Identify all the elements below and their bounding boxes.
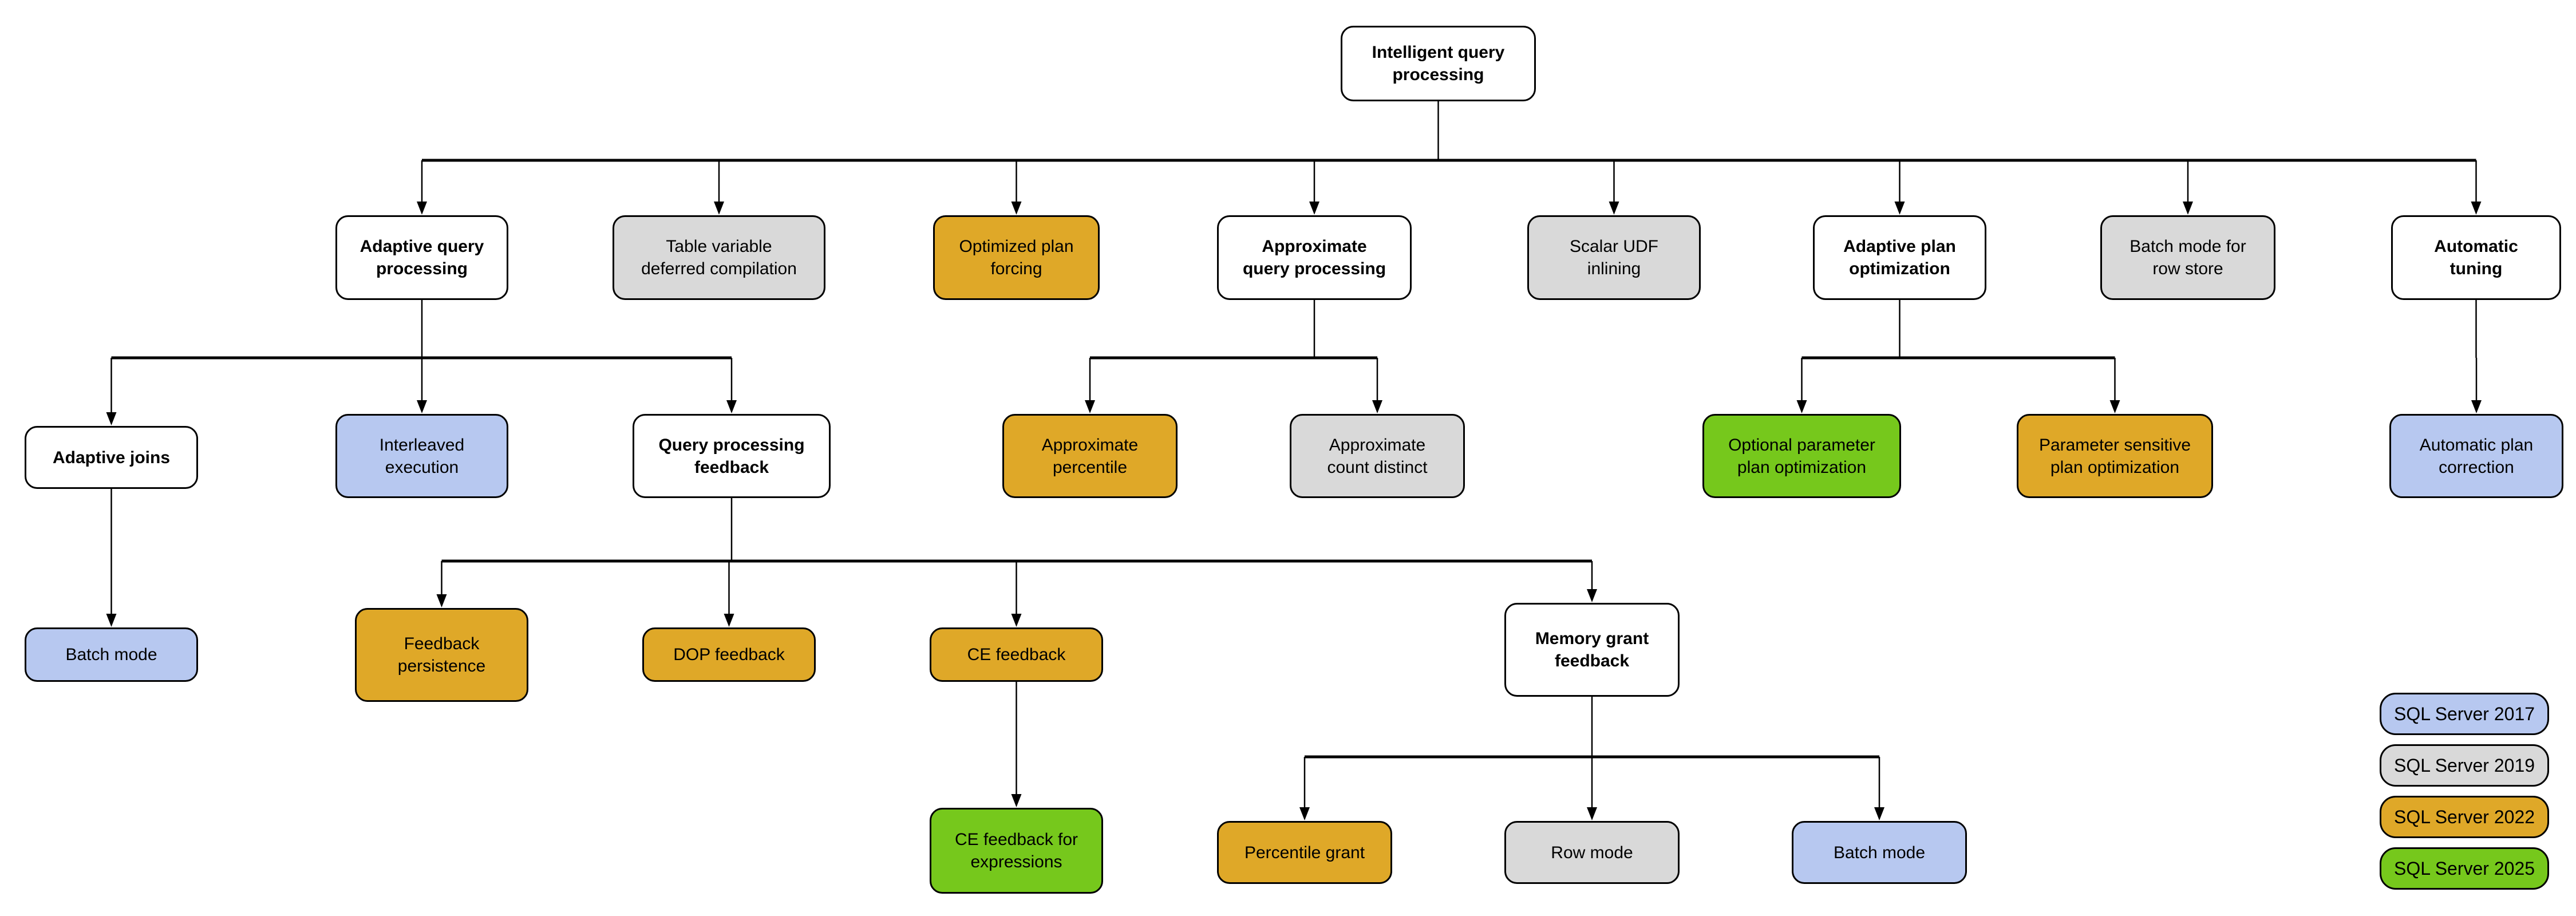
legend-label: SQL Server 2017 (2393, 703, 2535, 724)
node-aqp: Adaptive query processing (335, 215, 508, 300)
arrowhead (417, 400, 427, 413)
node-label: Interleaved execution (379, 435, 465, 477)
node-ap: Approximate percentile (1002, 414, 1178, 498)
node-label: Adaptive query processing (359, 237, 484, 278)
node-label: Intelligent query processing (1372, 43, 1505, 84)
node-tvdc: Table variable deferred compilation (613, 215, 825, 300)
node-label: Batch mode (1833, 843, 1926, 862)
node-fp: Feedback persistence (355, 608, 528, 702)
node-label: Approximate query processing (1242, 237, 1386, 278)
node-cefe: CE feedback for expressions (930, 808, 1103, 894)
node-apo: Adaptive plan optimization (1813, 215, 1986, 300)
legend-label: SQL Server 2025 (2393, 858, 2535, 879)
node-bmrs: Batch mode for row store (2100, 215, 2275, 300)
node-bm1: Batch mode (25, 627, 198, 682)
node-label: Batch mode (65, 645, 157, 664)
arrowhead (1894, 202, 1905, 215)
node-label: Approximate percentile (1041, 435, 1139, 477)
node-pspo: Parameter sensitive plan optimization (2017, 414, 2213, 498)
node-rm: Row mode (1504, 821, 1680, 884)
node-label: Parameter sensitive plan optimization (2038, 435, 2191, 477)
node-oppo: Optional parameter plan optimization (1702, 414, 1901, 498)
arrowhead (1874, 807, 1884, 820)
legend-item-sql-server-2019: SQL Server 2019 (2380, 744, 2549, 787)
arrowhead (1011, 202, 1022, 215)
arrowhead (1587, 589, 1597, 602)
arrowhead (1011, 794, 1022, 807)
node-pg: Percentile grant (1217, 821, 1392, 884)
node-label: Optional parameter plan optimization (1728, 435, 1875, 477)
node-at: Automatic tuning (2391, 215, 2561, 300)
legend-label: SQL Server 2022 (2393, 806, 2535, 827)
arrowhead (2183, 202, 2193, 215)
node-label: Adaptive joins (52, 448, 171, 467)
arrowhead (714, 202, 724, 215)
node-label: Feedback persistence (397, 634, 486, 676)
node-label: Query processing feedback (658, 435, 805, 477)
arrowhead (1011, 614, 1022, 627)
node-aj: Adaptive joins (25, 426, 198, 489)
node-mgf: Memory grant feedback (1504, 603, 1680, 697)
node-label: DOP feedback (673, 645, 785, 664)
node-dop: DOP feedback (642, 627, 816, 682)
arrowhead (1609, 202, 1619, 215)
node-opf: Optimized plan forcing (933, 215, 1100, 300)
arrowhead (724, 614, 734, 627)
node-label: Percentile grant (1244, 843, 1365, 862)
node-label: Table variable deferred compilation (641, 237, 797, 278)
arrowhead (1372, 400, 1382, 413)
node-label: Row mode (1551, 843, 1633, 862)
node-label: CE feedback for expressions (954, 830, 1078, 871)
legend-label: SQL Server 2019 (2393, 755, 2535, 776)
node-sudf: Scalar UDF inlining (1527, 215, 1701, 300)
node-label: Automatic plan correction (2419, 435, 2534, 477)
node-bm2: Batch mode (1792, 821, 1967, 884)
node-label: Adaptive plan optimization (1843, 237, 1956, 278)
legend-item-sql-server-2017: SQL Server 2017 (2380, 693, 2549, 735)
arrowhead (417, 202, 427, 215)
legend-item-sql-server-2022: SQL Server 2022 (2380, 796, 2549, 838)
node-aqproc: Approximate query processing (1217, 215, 1412, 300)
arrowhead (436, 594, 447, 607)
arrowhead (726, 400, 737, 413)
node-label: Approximate count distinct (1327, 435, 1428, 477)
node-apc: Automatic plan correction (2389, 414, 2563, 498)
arrowhead (106, 412, 117, 425)
node-label: Automatic tuning (2434, 237, 2518, 278)
node-cef: CE feedback (930, 627, 1103, 682)
arrowhead (2471, 202, 2482, 215)
arrowhead (1085, 400, 1095, 413)
arrowhead (1796, 400, 1807, 413)
arrowhead (1587, 807, 1597, 820)
node-label: CE feedback (967, 645, 1066, 664)
legend-item-sql-server-2025: SQL Server 2025 (2380, 847, 2549, 890)
node-label: Scalar UDF inlining (1569, 237, 1659, 278)
node-iqp: Intelligent query processing (1341, 26, 1536, 101)
arrowhead (2471, 400, 2482, 413)
arrowhead (1299, 807, 1310, 820)
node-label: Memory grant feedback (1535, 629, 1649, 670)
node-ie: Interleaved execution (335, 414, 508, 498)
node-label: Optimized plan forcing (959, 237, 1074, 278)
arrowhead (2109, 400, 2120, 413)
node-acd: Approximate count distinct (1290, 414, 1465, 498)
node-label: Batch mode for row store (2129, 237, 2246, 278)
arrowhead (1309, 202, 1319, 215)
node-qpf: Query processing feedback (633, 414, 831, 498)
arrowhead (106, 614, 117, 627)
